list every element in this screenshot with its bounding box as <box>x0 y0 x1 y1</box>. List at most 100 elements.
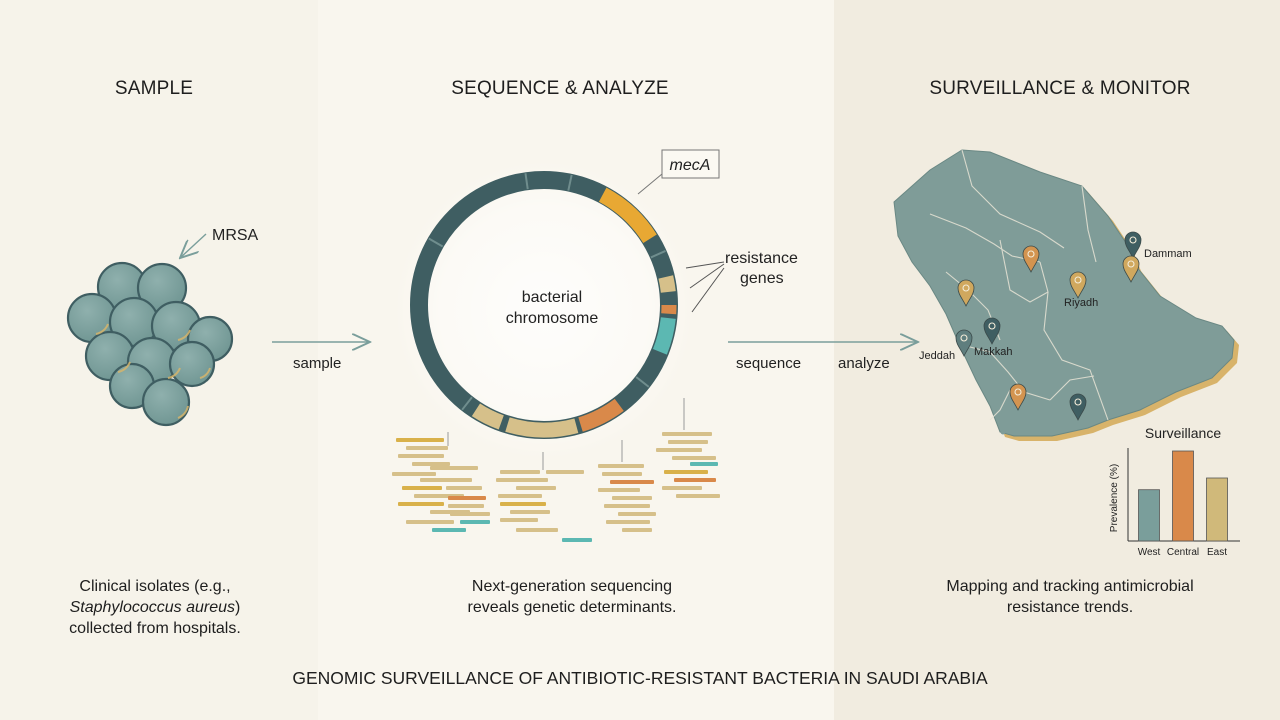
sequence-read <box>498 494 542 498</box>
ring-tick <box>567 174 573 191</box>
sequence-read <box>690 462 718 466</box>
ring-tick <box>635 376 650 388</box>
sequence-read <box>398 454 444 458</box>
sequence-read <box>622 528 652 532</box>
sequence-read <box>662 486 702 490</box>
pin-center <box>960 334 968 342</box>
ring-tick <box>428 237 444 248</box>
sequence-read <box>402 486 442 490</box>
sequence-read <box>446 486 482 490</box>
sequence-read <box>450 512 490 516</box>
sequence-read <box>606 520 650 524</box>
sequence-caption-line2: reveals genetic determinants. <box>467 599 677 616</box>
sequence-read <box>674 478 716 482</box>
chart-bar-central <box>1172 450 1194 542</box>
species-name: Staphylococcus aureus <box>69 599 236 616</box>
sample-flow-label: sample <box>293 355 341 372</box>
x-tick-label-west: West <box>1138 547 1161 558</box>
location-pin-icon <box>1124 231 1142 259</box>
mrsa-label: MRSA <box>212 227 259 244</box>
chart-bars <box>1138 450 1228 542</box>
gene-segment <box>505 417 579 438</box>
meca-label: mecA <box>670 157 711 174</box>
sequence-read <box>396 438 444 442</box>
ring-tick <box>524 173 529 190</box>
analyze-flow-label: analyze <box>838 355 890 372</box>
resistance-gene-segment <box>658 275 676 293</box>
sequence-flow-label: sequence <box>736 355 801 372</box>
chart-ylabel: Prevalence (%) <box>1109 464 1120 532</box>
sequence-read <box>662 432 712 436</box>
sequence-read <box>610 480 654 484</box>
gene-segment <box>578 398 624 432</box>
sequence-read <box>420 478 472 482</box>
sequence-read <box>656 448 702 452</box>
sequence-read <box>546 470 584 474</box>
sequence-read <box>602 472 642 476</box>
sequence-read <box>432 528 466 532</box>
pin-center <box>1074 398 1082 406</box>
sequence-caption: Next-generation sequencing reveals genet… <box>432 576 712 618</box>
bacterial-chromosome-ring <box>394 160 694 460</box>
location-pin-icon <box>1069 271 1087 299</box>
pin-center <box>1127 260 1135 268</box>
sample-caption: Clinical isolates (e.g., Staphylococcus … <box>40 576 270 639</box>
sequence-read <box>612 496 652 500</box>
pin-center <box>988 322 996 330</box>
pin-center <box>962 284 970 292</box>
city-label-jeddah: Jeddah <box>919 350 955 362</box>
sequence-read <box>516 486 556 490</box>
surveillance-caption-line1: Mapping and tracking antimicrobial <box>946 578 1194 595</box>
sequence-read <box>510 510 550 514</box>
sequencing-reads <box>392 398 720 542</box>
sample-caption-line2: Staphylococcus aureus) <box>40 597 270 618</box>
sequence-read <box>672 456 716 460</box>
sequence-read <box>406 446 448 450</box>
bacterium-cell <box>168 340 216 388</box>
resistance-gene-segment <box>652 317 676 355</box>
sequence-read <box>664 470 708 474</box>
map-location-pins <box>955 231 1142 421</box>
city-label-makkah: Makkah <box>974 346 1013 358</box>
location-pin-icon <box>983 317 1001 345</box>
sequence-heading: SEQUENCE & ANALYZE <box>451 78 669 99</box>
sequence-read <box>598 488 640 492</box>
sequence-caption-line1: Next-generation sequencing <box>471 578 673 595</box>
location-pin-icon <box>1009 383 1027 411</box>
sequence-read <box>496 478 548 482</box>
location-pin-icon <box>1069 393 1087 421</box>
ring-ticks <box>428 173 666 411</box>
sequence-read <box>448 504 484 508</box>
x-tick-label-central: Central <box>1167 547 1199 558</box>
gene-segment <box>471 403 504 430</box>
chromosome-label-line2: chromosome <box>506 310 599 327</box>
saudi-arabia-map <box>893 149 1239 441</box>
sequence-read <box>500 502 546 506</box>
location-pin-icon <box>1122 255 1140 283</box>
sequence-read <box>430 466 478 470</box>
surveillance-caption: Mapping and tracking antimicrobial resis… <box>920 576 1220 618</box>
mrsa-cell-cluster <box>66 261 234 427</box>
sequence-read <box>398 502 444 506</box>
sequence-read <box>460 520 490 524</box>
resistance-leader-lines <box>685 261 725 313</box>
location-pin-icon <box>957 279 975 307</box>
sample-caption-line1: Clinical isolates (e.g., <box>79 578 231 595</box>
sequence-read <box>412 462 450 466</box>
region-borders <box>929 149 1109 421</box>
sequence-read <box>676 494 720 498</box>
pin-center <box>1027 250 1035 258</box>
city-label-dammam: Dammam <box>1144 248 1192 260</box>
sample-caption-line3: collected from hospitals. <box>69 620 241 637</box>
pin-center <box>1074 276 1082 284</box>
chart-bar-west <box>1138 489 1160 542</box>
meca-gene-segment <box>598 187 657 244</box>
chart-bar-east <box>1206 477 1228 542</box>
sequence-read <box>392 472 436 476</box>
ring-tick <box>650 249 666 259</box>
pin-center <box>1014 388 1022 396</box>
sequence-read <box>598 464 644 468</box>
